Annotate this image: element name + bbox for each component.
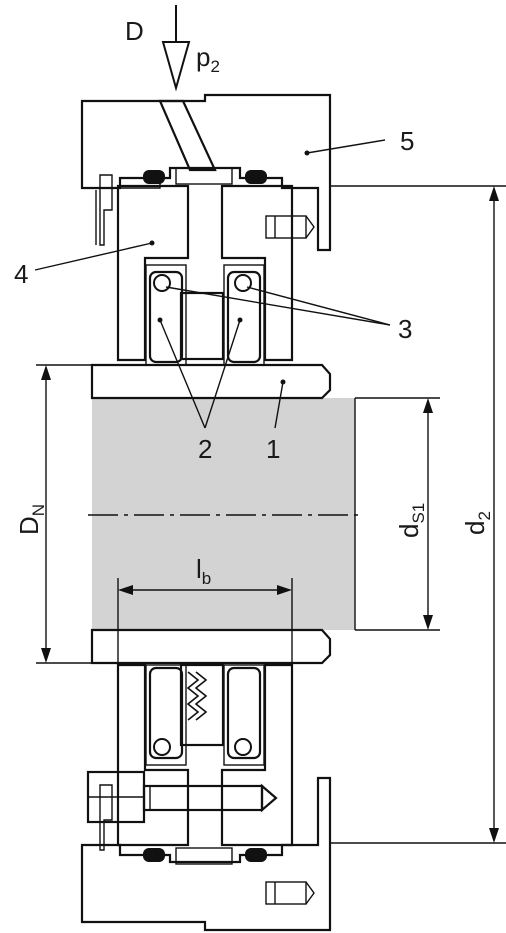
label-part-2: 2 [198, 434, 212, 464]
label-lb: lb [196, 554, 211, 588]
lower-gland-right [220, 663, 294, 847]
dimension-lb [117, 578, 293, 670]
label-dn: DN [14, 504, 48, 535]
bottom-bolt [86, 770, 278, 824]
upper-balls [153, 274, 252, 292]
upper-gland-right [220, 184, 294, 362]
label-flow-d: D [125, 16, 144, 46]
top-o-rings [143, 170, 267, 184]
bottom-housing [80, 776, 332, 932]
label-d2: d2 [460, 511, 494, 535]
label-part-4: 4 [14, 259, 28, 289]
label-pressure-p2: p2 [196, 42, 220, 76]
label-ds1: dS1 [394, 503, 428, 538]
upper-gland-left [116, 184, 190, 362]
left-bracket [95, 174, 113, 246]
lower-balls [153, 738, 252, 756]
lower-center-spacer [179, 663, 225, 747]
inlet-channel [158, 99, 233, 185]
shaft [88, 398, 360, 630]
label-part-3: 3 [398, 314, 412, 344]
sleeve-top [90, 363, 332, 400]
label-part-5: 5 [400, 126, 414, 156]
upper-screw [265, 215, 315, 239]
lower-gland-left [116, 663, 190, 847]
bottom-screw [265, 881, 315, 905]
dimension-dn [36, 364, 92, 664]
lower-packing-right [223, 664, 265, 766]
leader-lines [34, 139, 391, 429]
inlet-arrow [161, 5, 191, 92]
label-part-1: 1 [266, 434, 280, 464]
dimension-ds1 [355, 397, 440, 631]
lower-packing-left [145, 664, 187, 766]
sleeve-bottom [90, 628, 332, 665]
dimension-d2 [330, 185, 506, 844]
upper-center-spacer [179, 291, 225, 361]
